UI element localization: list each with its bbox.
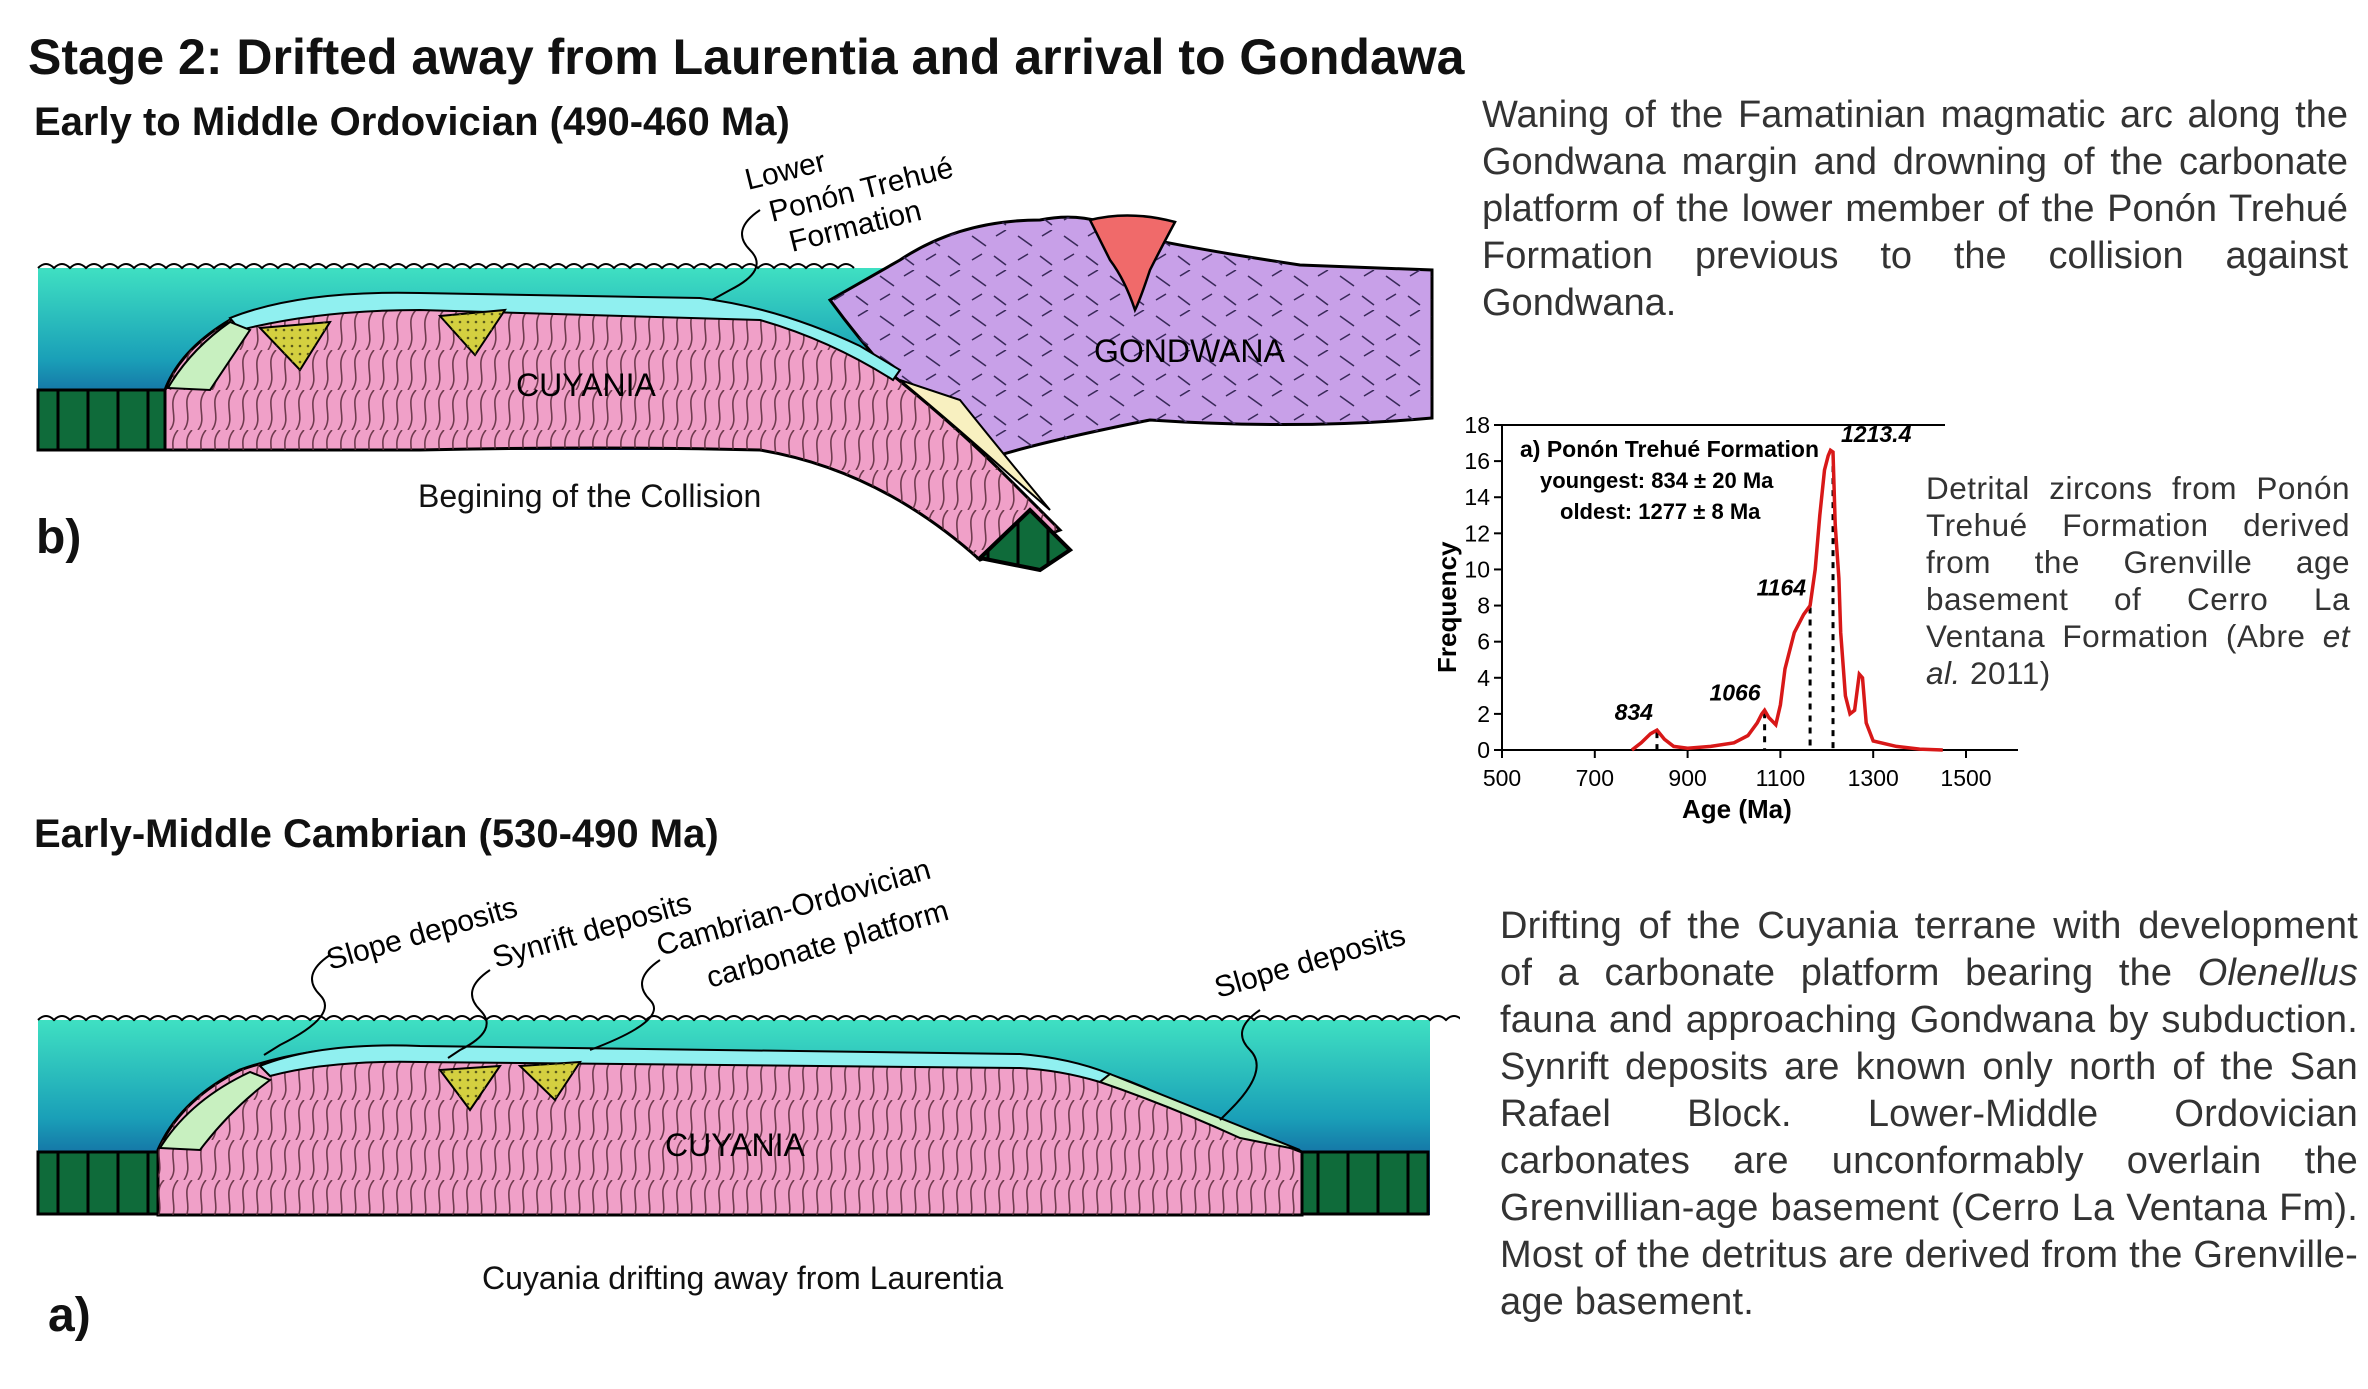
panel-b-cross-section: Lower Ponón Trehué Formation CUYANIA GON… [36,150,1434,573]
zircon-chart: 500 700 900 1100 1300 1500 0 2 4 6 8 10 12 14 16 18 834… [1432,412,2018,824]
panel-a-letter: a) [48,1289,91,1342]
y-tick-label: 0 [1477,737,1490,763]
legend-line1: a) Ponón Trehué Formation [1520,436,1819,462]
y-tick-label: 2 [1477,701,1490,727]
panel-a-caption: Cuyania drifting away from Laurentia [482,1260,1004,1296]
accretionary-wedge [899,379,1051,511]
peak-label: 834 [1615,699,1654,725]
peak-label: 1066 [1709,679,1760,705]
slope-deposits-a-left [158,1070,273,1152]
panel-a-desc-part1: Drifting of the Cuyania terrane with dev… [1500,905,2358,994]
panel-a-description: Drifting of the Cuyania terrane with dev… [1500,903,2358,1326]
label-cuyania-a: CUYANIA [665,1127,806,1163]
y-tick-label: 10 [1464,556,1490,582]
pointer-platform [589,959,661,1051]
y-tick-label: 12 [1464,520,1490,546]
y-tick-label: 16 [1464,448,1490,474]
peak-label: 1164 [1757,575,1807,601]
pointer-slope-right [1219,1009,1261,1121]
sea-surface-b [37,263,855,270]
zircon-desc-italic: et al. [1926,618,2350,691]
panel-b-description: Waning of the Famatinian magmatic arc al… [1482,94,2348,324]
panel-a-desc-part2: fauna and approaching Gondwana by subduc… [1500,999,2358,1323]
legend-line3: oldest: 1277 ± 8 Ma [1560,499,1761,524]
x-axis-label: Age (Ma) [1682,794,1792,824]
slope-deposits-a-right [1097,1072,1301,1151]
y-tick-label: 6 [1477,629,1490,655]
carbonate-platform-b [228,291,902,382]
frequency-curve [1630,447,1943,752]
main-title: Stage 2: Drifted away from Laurentia and… [28,29,1465,85]
pointer-synrift [447,969,491,1059]
gondwana-side-block-a [1298,1150,1430,1216]
label-cuyania-b: CUYANIA [516,367,657,403]
panel-b-caption: Begining of the Collision [418,478,762,514]
x-tick-label: 1300 [1848,765,1899,791]
laurentia-block-b [36,388,170,452]
zircon-desc-part1: Detrital zircons from Ponón Trehué Forma… [1926,470,2350,654]
subducting-block [975,507,1074,573]
y-tick-label: 18 [1464,412,1490,438]
panel-a-desc-italic: Olenellus [2197,952,2358,994]
y-tick-label: 14 [1464,484,1490,510]
x-tick-label: 1500 [1940,765,1991,791]
y-tick-label: 8 [1477,593,1490,619]
panel-a-cross-section: Slope deposits Synrift deposits Cambrian… [36,860,1460,1217]
pointer-slope-left [263,954,331,1056]
label-slope-left: Slope deposits [323,891,521,977]
zircon-desc-part2: 2011) [1960,655,2051,691]
peak-label: 1213.4 [1841,421,1912,447]
x-tick-label: 1100 [1756,765,1805,791]
x-tick-label: 500 [1483,765,1521,791]
slope-deposits-b [166,320,252,392]
magmatic-arc [1088,214,1177,314]
panel-b-subtitle: Early to Middle Ordovician (490-460 Ma) [34,100,790,144]
y-axis-label: Frequency [1432,541,1462,673]
zircon-description: Detrital zircons from Ponón Trehué Forma… [1926,470,2350,692]
legend-line2: youngest: 834 ± 20 Ma [1540,468,1774,493]
x-tick-label: 700 [1576,765,1614,791]
laurentia-block-a [36,1150,160,1216]
label-gondwana: GONDWANA [1094,333,1285,369]
panel-b-letter: b) [36,511,82,564]
sea-surface-a [37,1015,1460,1022]
label-slope-right: Slope deposits [1211,919,1409,1005]
x-tick-label: 900 [1668,765,1706,791]
pointer-lower-formation [711,209,761,301]
y-tick-label: 4 [1477,665,1490,691]
panel-a-subtitle: Early-Middle Cambrian (530-490 Ma) [34,812,719,856]
